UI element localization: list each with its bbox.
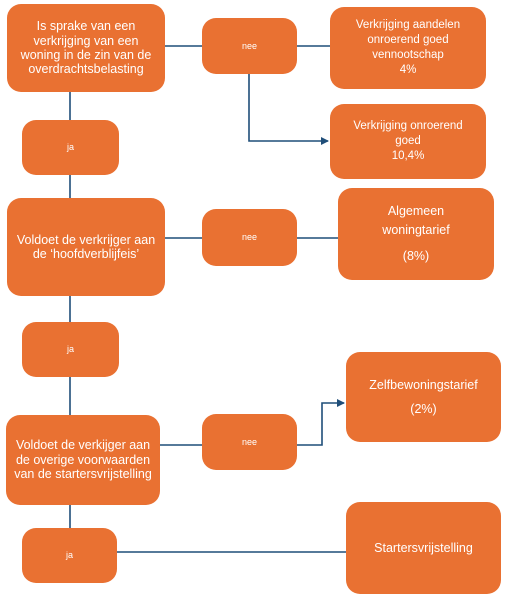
nee-label-1: nee <box>241 40 258 51</box>
result-5-line-1: Startersvrijstelling <box>374 540 473 555</box>
result-box-4: Zelfbewoningstarief (2%) <box>346 352 501 442</box>
question-1-text: Is sprake van een verkrijging van een wo… <box>20 19 152 77</box>
ja-label-1: ja <box>66 142 74 153</box>
result-1-line-1: Verkrijging aandelen <box>355 18 461 31</box>
result-1-line-3: vennootschap <box>372 49 444 61</box>
result-1-rate: 4% <box>399 64 417 77</box>
result-box-2: Verkrijging onroerend goed 10,4% <box>330 104 486 179</box>
result-3-rate: (8%) <box>402 249 430 264</box>
ja-label-3: ja <box>65 550 73 561</box>
nee1-to-r2-arrow <box>248 74 329 145</box>
nee-box-2: nee <box>202 209 297 266</box>
result-1-line-2: onroerend goed <box>367 33 449 46</box>
result-2-line-1: Verkrijging onroerend <box>353 119 463 132</box>
nee3-to-r4-arrow <box>297 399 345 446</box>
ja-box-2: ja <box>22 322 119 377</box>
result-2-line-2: goed <box>395 134 421 147</box>
question-box-3: Voldoet de verkijger aan de overige voor… <box>6 415 160 505</box>
result-box-3: Algemeen woningtarief (8%) <box>338 188 494 280</box>
ja-box-1: ja <box>22 120 119 175</box>
result-box-5: Startersvrijstelling <box>346 502 501 594</box>
ja-label-2: ja <box>66 344 74 355</box>
question-2-text: Voldoet de verkrijger aan de ‘hoofdverbl… <box>16 232 156 261</box>
nee-box-3: nee <box>202 414 297 470</box>
question-box-1: Is sprake van een verkrijging van een wo… <box>7 4 165 92</box>
nee-label-3: nee <box>241 436 258 447</box>
result-box-1: Verkrijging aandelen onroerend goed venn… <box>330 7 486 89</box>
nee-label-2: nee <box>241 232 258 243</box>
question-box-2: Voldoet de verkrijger aan de ‘hoofdverbl… <box>7 198 165 296</box>
result-2-rate: 10,4% <box>391 150 425 163</box>
result-3-line-2: woningtarief <box>382 222 450 237</box>
result-4-rate: (2%) <box>410 402 437 416</box>
ja-box-3: ja <box>22 528 117 583</box>
result-3-line-1: Algemeen <box>387 204 445 219</box>
question-3-text: Voldoet de verkijger aan de overige voor… <box>14 438 152 482</box>
result-4-line-1: Zelfbewoningstarief <box>369 377 478 392</box>
nee-box-1: nee <box>202 18 297 74</box>
